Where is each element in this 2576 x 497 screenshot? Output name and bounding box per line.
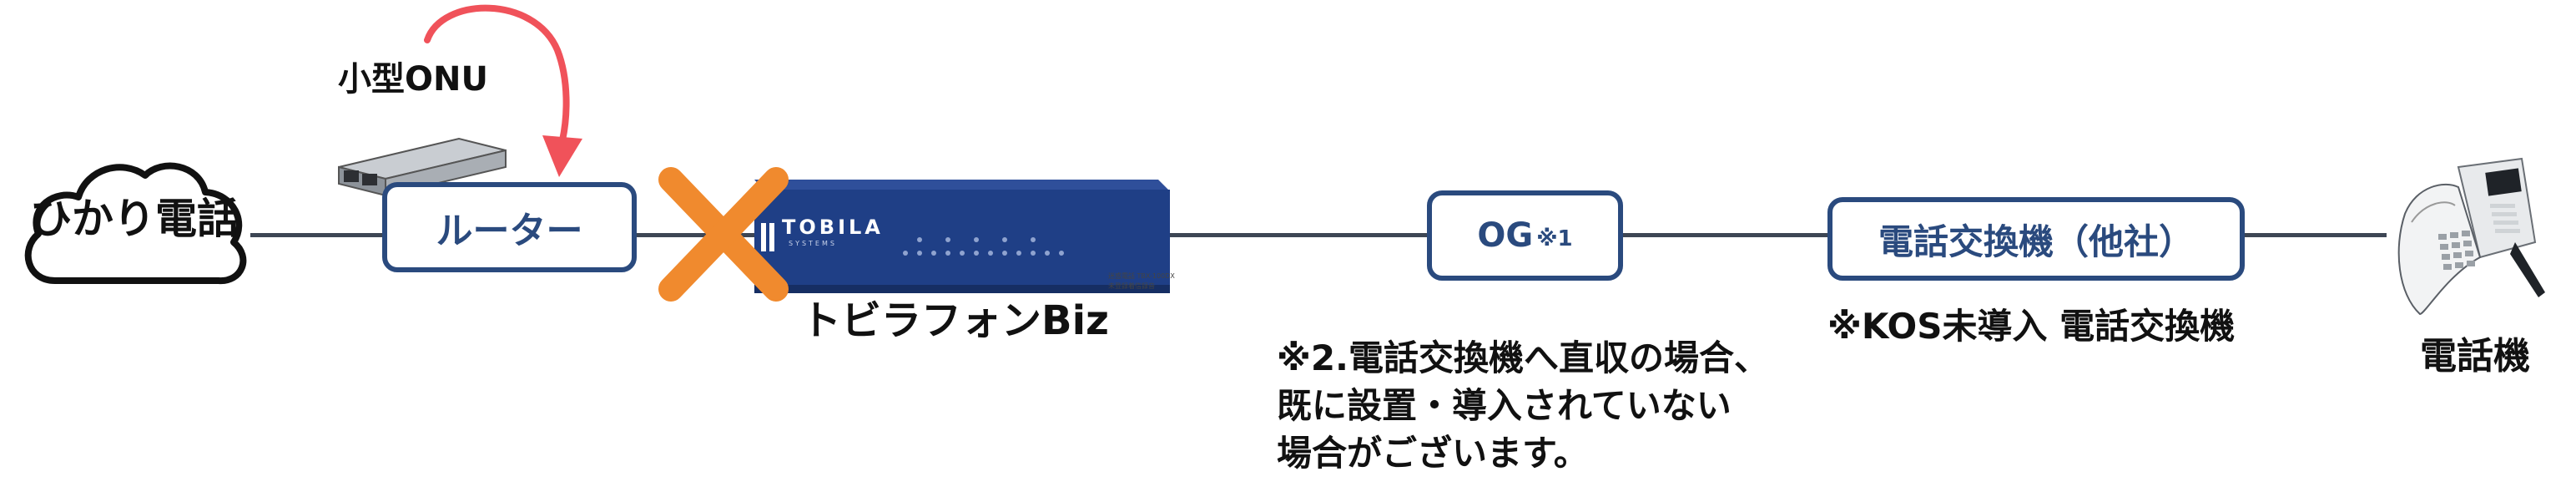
pbx-note: ※KOS未導入 電話交換機 [1827,306,2236,347]
pbx-label: 電話交換機（他社） [1878,221,2194,262]
og-box: OG ※1 [1427,190,1623,281]
og-note-line-2: 既に設置・導入されていない [1277,385,1732,426]
desk-phone-icon [2397,157,2545,316]
device-brand: TOBILA [782,216,884,239]
router-box: ルーター [382,182,637,272]
tobila-label: トビラフォンBiz [801,297,1109,344]
cross-mark-icon [658,167,789,302]
pbx-box: 電話交換機（他社） [1827,197,2245,281]
device-model-line1: 迷惑電話 TBX-100DX [1108,272,1175,280]
cloud-icon [24,162,247,285]
device-model-line2: 未登録着信録音 [1108,282,1155,290]
curved-arrow-icon [424,4,582,177]
og-note-line-1: ※2.電話交換機へ直収の場合、 [1277,337,1770,378]
onu-label: 小型ONU [338,60,488,99]
device-brand-sub: SYSTEMS [789,240,837,247]
og-label: OG [1477,216,1534,255]
og-note-mark: ※1 [1536,226,1573,251]
router-label: ルーター [436,210,583,252]
connection-line [250,233,2387,237]
og-note-line-3: 場合がございます。 [1277,433,1589,474]
hikari-denwa-label: ひかり電話 [30,195,239,243]
tobila-device-icon [754,180,1170,293]
phone-label: 電話機 [2420,335,2530,378]
